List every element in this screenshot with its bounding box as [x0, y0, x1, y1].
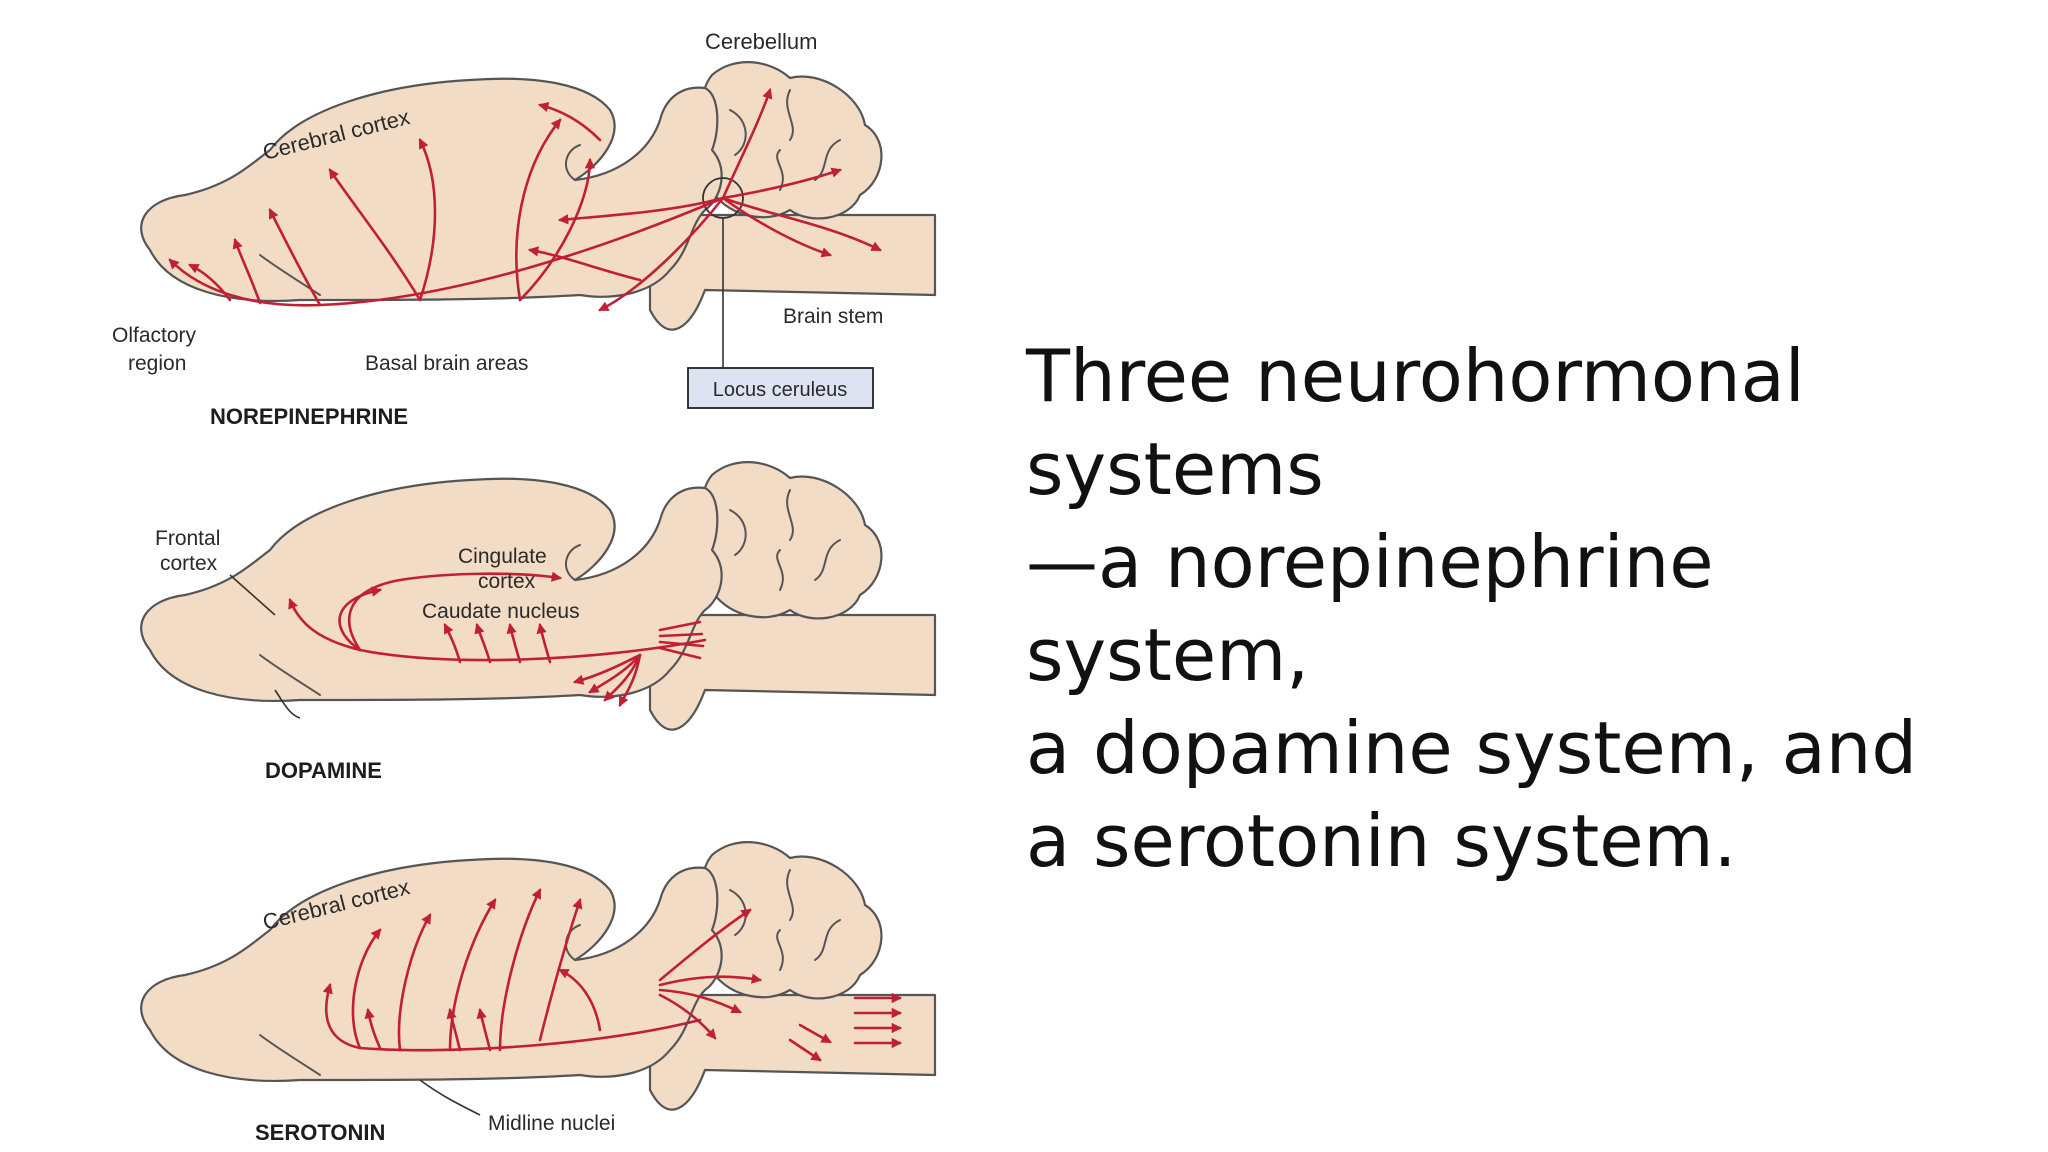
midline-nuclei-label: Midline nuclei: [488, 1112, 615, 1135]
slide-text-line-5: a dopamine system, and: [1026, 706, 1918, 790]
cerebellum-label: Cerebellum: [705, 29, 818, 54]
slide-text-line-2: systems: [1026, 427, 1324, 511]
brain-diagram-svg: Locus ceruleus Cerebellum Cerebral corte…: [112, 29, 937, 1145]
frontal-leader-line: [229, 574, 276, 616]
locus-ceruleus-box: [687, 367, 874, 409]
dopamine-caption: DOPAMINE: [265, 758, 382, 783]
midline-leader-line: [419, 1079, 481, 1116]
cingulate-label-line2: cortex: [478, 570, 536, 593]
serotonin-caption: SEROTONIN: [255, 1120, 385, 1145]
dopamine-pathways: [288, 571, 707, 707]
dopamine-panel: Frontal cortex Cingulate cortex Caudate …: [140, 460, 937, 783]
olfactory-label-line1: Olfactory: [112, 324, 197, 347]
slide-text-line-6: a serotonin system.: [1026, 799, 1737, 883]
norepinephrine-pathways: [168, 88, 882, 312]
locus-ceruleus-label: Locus ceruleus: [713, 379, 848, 401]
neurohormonal-figure: Locus ceruleus Cerebellum Cerebral corte…: [0, 0, 960, 1152]
frontal-fold: [274, 689, 301, 719]
basal-brain-areas-label: Basal brain areas: [365, 352, 528, 375]
serotonin-pathways: [322, 888, 903, 1062]
slide-text-line-4: system,: [1026, 613, 1310, 697]
frontal-label-line1: Frontal: [155, 527, 220, 550]
norepinephrine-caption: NOREPINEPHRINE: [210, 404, 408, 429]
serotonin-panel: Cerebral cortex Midline nuclei SEROTONIN: [140, 840, 937, 1145]
cingulate-label-line1: Cingulate: [458, 545, 547, 568]
slide-body-text: Three neurohormonal systems —a norepinep…: [1026, 330, 1966, 888]
frontal-label-line2: cortex: [160, 552, 218, 575]
olfactory-label-line2: region: [128, 352, 186, 375]
norepinephrine-panel: Locus ceruleus Cerebellum Cerebral corte…: [112, 29, 937, 429]
slide-text-line-3: —a norepinephrine: [1026, 520, 1714, 604]
brain-stem-label: Brain stem: [783, 305, 883, 328]
slide-text-line-1: Three neurohormonal: [1026, 334, 1805, 418]
caudate-nucleus-label: Caudate nucleus: [422, 600, 580, 623]
